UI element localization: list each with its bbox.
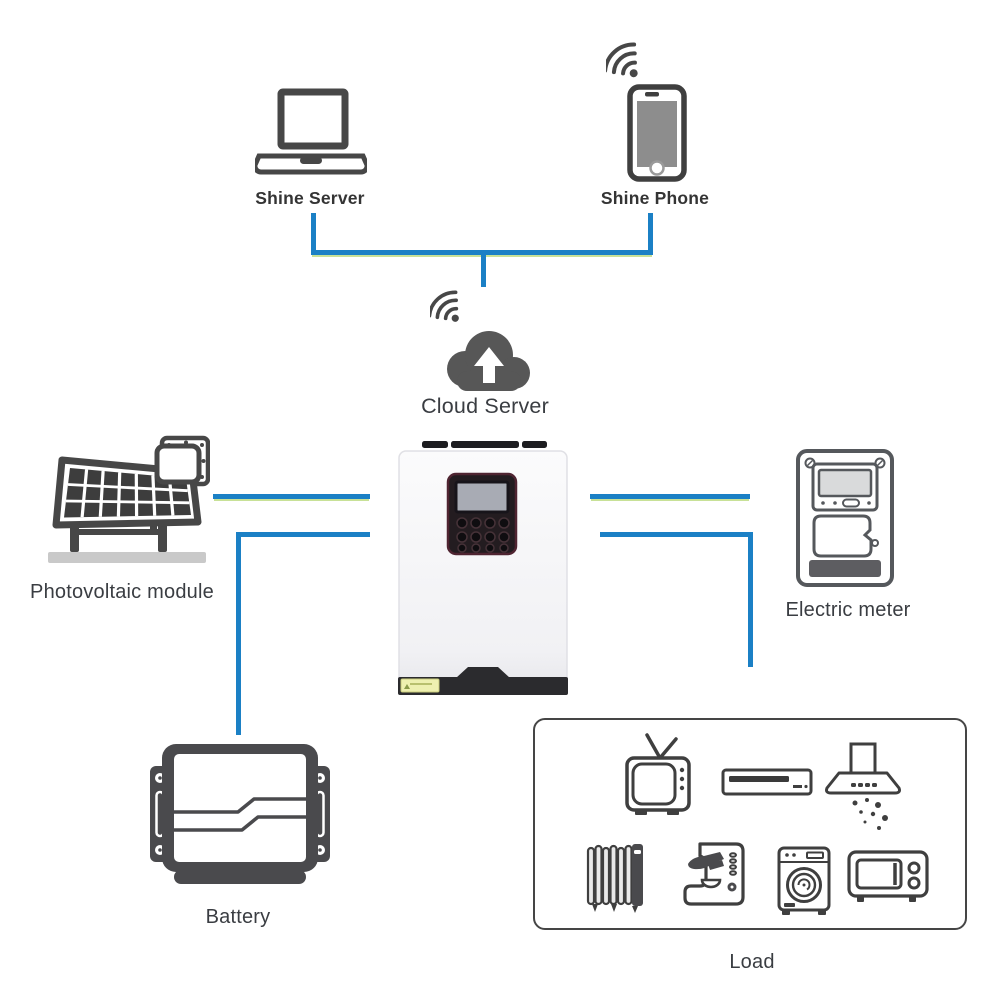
load-label: Load xyxy=(729,951,775,973)
wifi-icon xyxy=(606,42,638,78)
wifi-icon-phone xyxy=(606,42,652,84)
connector-inverter-to-meter xyxy=(590,494,750,499)
shine-phone-label: Shine Phone xyxy=(600,188,710,208)
solar-inverter-icon xyxy=(398,441,568,695)
connector-pv-to-inverter xyxy=(213,494,370,499)
dvd-player-icon xyxy=(721,768,813,796)
connector-inverter-battery-vertical xyxy=(236,532,241,735)
wifi-icon xyxy=(430,290,459,322)
node-shine-server xyxy=(255,86,367,182)
photovoltaic-module-label: Photovoltaic module xyxy=(30,581,214,603)
battery-label: Battery xyxy=(205,906,271,928)
node-shine-phone xyxy=(627,84,687,182)
cloud-upload-icon xyxy=(447,331,530,391)
smartphone-icon xyxy=(627,84,687,182)
connector-server-down xyxy=(311,213,316,255)
radiator-heater-icon xyxy=(586,840,644,914)
node-battery xyxy=(150,740,330,890)
solar-panel-icon xyxy=(48,435,210,563)
wifi-icon-cloud xyxy=(430,290,472,328)
shine-server-label: Shine Server xyxy=(255,188,365,208)
washing-machine-icon xyxy=(776,845,832,919)
connector-top-horizontal xyxy=(311,250,653,255)
node-electric-meter xyxy=(795,448,895,588)
node-cloud-server xyxy=(437,323,535,395)
tv-icon xyxy=(621,732,701,824)
connector-phone-down xyxy=(648,213,653,255)
connector-inverter-load-horizontal xyxy=(600,532,753,537)
node-load xyxy=(533,718,967,930)
node-photovoltaic-module xyxy=(40,426,210,566)
electric-meter-icon xyxy=(796,449,894,587)
laptop-icon xyxy=(255,88,367,175)
connector-inverter-battery-horizontal xyxy=(236,532,370,537)
range-hood-icon xyxy=(821,742,905,834)
node-inverter xyxy=(398,441,568,697)
connector-inverter-load-vertical xyxy=(748,532,753,667)
microwave-oven-icon xyxy=(847,850,929,906)
battery-icon xyxy=(150,744,330,884)
electric-meter-label: Electric meter xyxy=(785,599,911,621)
cloud-server-label: Cloud Server xyxy=(421,394,549,418)
connector-hub-to-cloud xyxy=(481,255,486,287)
coffee-machine-icon xyxy=(682,842,746,908)
